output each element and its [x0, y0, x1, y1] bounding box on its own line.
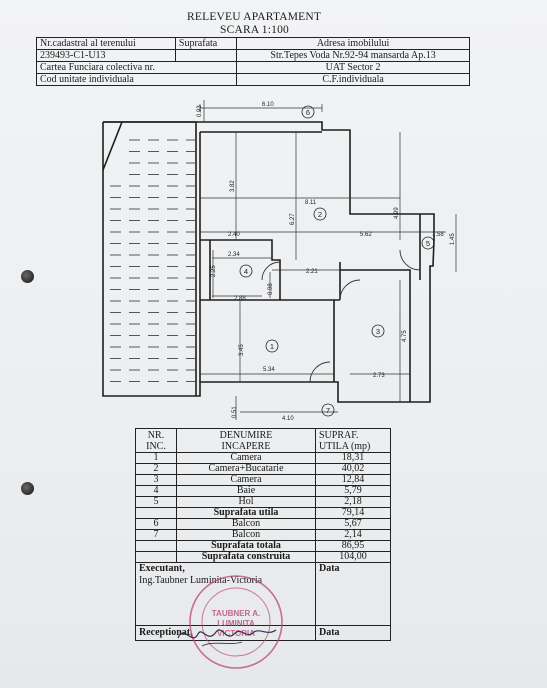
balcony-hatch: [110, 139, 197, 382]
dimension-label: 2.88: [234, 296, 246, 302]
room-number: 2: [318, 210, 322, 219]
dimension-label: 2.34: [228, 252, 240, 258]
dimension-label: 4.99: [394, 207, 400, 219]
cadastral-info-table: Nr.cadastral al terenului Suprafata Adre…: [35, 37, 470, 86]
dimension-lines: [199, 100, 457, 420]
info-label: Cod unitate individuala: [35, 73, 238, 86]
balcony-wall: [122, 121, 197, 396]
dimension-label: 0.98: [268, 283, 274, 295]
room-marker-4: [239, 264, 253, 278]
room-number: 4: [244, 267, 248, 276]
dimension-label: 1.45: [450, 233, 456, 245]
dimension-label: 3.45: [239, 344, 245, 356]
dimension-label: 2.25: [211, 265, 217, 277]
dimension-label: 1.58: [432, 232, 444, 238]
dimension-label: 3.82: [230, 180, 236, 192]
room-marker-1: [265, 339, 279, 353]
document-scale: SCARA 1:100: [220, 24, 289, 36]
hall-wall: [334, 262, 341, 301]
info-value: C.F.individuala: [236, 73, 470, 86]
handwritten-signature: [177, 629, 277, 647]
dimension-label: 2.73: [373, 373, 385, 379]
dimension-label: 2.21: [306, 269, 318, 275]
balcony-slant: [102, 121, 123, 171]
dimension-label: 4.10: [282, 416, 294, 422]
dimension-label: 5.34: [263, 367, 275, 373]
dimension-label: 4.75: [402, 330, 408, 342]
interior-wall: [199, 131, 322, 382]
room-marker-2: [313, 207, 327, 221]
col-header: NR.INC.: [135, 428, 177, 453]
room-number: 3: [376, 327, 380, 336]
room-number: 6: [306, 108, 310, 117]
room3-wall: [340, 269, 411, 402]
room-number: 7: [326, 406, 330, 415]
data-label: Data: [315, 562, 391, 626]
dimension-label: 0.93: [197, 105, 203, 117]
room-marker-6: [301, 105, 315, 119]
room-number: 1: [270, 342, 274, 351]
svg-text:LUMINITA: LUMINITA: [217, 619, 255, 628]
authorization-stamp: TAUBNER A. LUMINITA VICTORIA: [189, 575, 283, 669]
dimension-label: 6.27: [290, 213, 296, 225]
room-marker-7: [321, 403, 335, 417]
bath-wall: [200, 239, 281, 300]
document-title: RELEVEU APARTAMENT: [187, 11, 322, 23]
door-arc: [309, 361, 331, 383]
dimension-label: 2.40: [228, 232, 240, 238]
svg-text:VICTORIA: VICTORIA: [217, 629, 255, 638]
executant-name: Ing.Taubner Luminita-Victoria: [139, 575, 263, 586]
door-arc: [261, 261, 281, 281]
door-arc: [399, 249, 421, 271]
receptionat-label: Receptionat,: [135, 625, 316, 641]
executant-label: Executant,: [139, 563, 185, 574]
signature-row: Receptionat, Data: [135, 625, 391, 641]
room-number: 5: [426, 239, 430, 248]
dimension-label: 5.62: [360, 232, 372, 238]
dimension-label: 6.10: [262, 102, 274, 108]
binder-hole: [21, 482, 34, 495]
dimension-label: 0.51: [232, 406, 238, 418]
binder-hole: [21, 270, 34, 283]
data-label: Data: [315, 625, 391, 641]
col-header: SUPRAF.UTILA (mp): [315, 428, 391, 453]
apartment-outline: [102, 121, 435, 403]
svg-text:TAUBNER A.: TAUBNER A.: [212, 609, 260, 618]
door-arc: [339, 279, 361, 301]
room-marker-3: [371, 324, 385, 338]
room-marker-5: [421, 236, 435, 250]
dimension-label: 8.11: [305, 200, 317, 206]
